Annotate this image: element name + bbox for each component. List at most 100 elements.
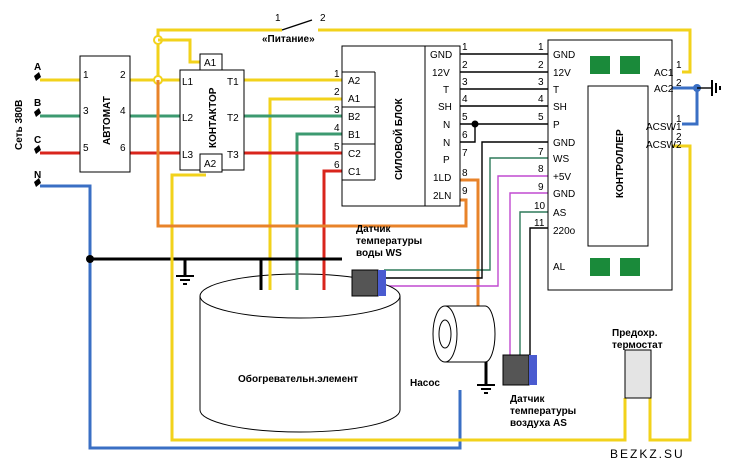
ctrl-t: T xyxy=(553,85,559,96)
pb-in-a2: A2 xyxy=(348,76,361,87)
switch-pin-1: 1 xyxy=(275,13,281,24)
contactor-t1: T1 xyxy=(227,77,239,88)
ts-left-1: 1 xyxy=(462,42,468,53)
phase-a-label: A xyxy=(34,62,41,73)
pb-out-t: T xyxy=(443,85,449,96)
ts-right-9: 9 xyxy=(538,182,544,193)
switch-pin-2: 2 xyxy=(320,13,326,24)
ctrl-gnd-2: GND xyxy=(553,138,575,149)
breaker-label: АВТОМАТ xyxy=(102,96,113,145)
ctrl-rnum-2: 2 xyxy=(676,78,682,89)
contactor-label: КОНТАКТОР xyxy=(208,87,219,148)
pb-num-2: 2 xyxy=(334,87,340,98)
pb-in-b1: B1 xyxy=(348,130,361,141)
air-sensor-label-2: температуры xyxy=(510,406,576,417)
breaker-pin-3: 3 xyxy=(83,106,89,117)
water-sensor-label-2: температуры xyxy=(356,236,422,247)
wire-control-power xyxy=(153,28,692,442)
ts-right-4: 4 xyxy=(538,94,544,105)
ts-right-10: 10 xyxy=(534,201,546,212)
ctrl-ws: WS xyxy=(553,154,569,165)
pb-in-a1: A1 xyxy=(348,94,361,105)
ctrl-12v: 12V xyxy=(553,68,571,79)
pb-num-6: 6 xyxy=(334,160,340,171)
contactor-a1: A1 xyxy=(204,58,217,69)
water-sensor: Датчик температуры воды WS xyxy=(351,224,422,297)
ts-left-8: 8 xyxy=(462,168,468,179)
ts-right-5: 5 xyxy=(538,112,544,123)
ts-left-5: 5 xyxy=(462,112,468,123)
ts-right-3: 3 xyxy=(538,77,544,88)
ts-right-7: 7 xyxy=(538,147,544,158)
contactor-a2: A2 xyxy=(204,159,217,170)
ts-left-9: 9 xyxy=(462,186,468,197)
phase-c-label: C xyxy=(34,135,41,146)
water-sensor-label-1: Датчик xyxy=(356,224,392,235)
ctrl-al: AL xyxy=(553,262,566,273)
heater-label: Обогревательн.элемент xyxy=(238,373,358,385)
ts-right-1: 1 xyxy=(538,42,544,53)
breaker-pin-2: 2 xyxy=(120,70,126,81)
contactor-l1: L1 xyxy=(182,77,194,88)
breaker-pin-1: 1 xyxy=(83,70,89,81)
wire-phase-c xyxy=(40,151,342,290)
pump: Насос xyxy=(410,305,496,389)
ts-left-4: 4 xyxy=(462,94,468,105)
contactor-t2: T2 xyxy=(227,113,239,124)
breaker: АВТОМАТ 1 3 5 2 4 6 xyxy=(79,55,131,173)
contactor-t3: T3 xyxy=(227,150,239,161)
wire-orange xyxy=(156,80,480,312)
pb-out-2ln: 2LN xyxy=(433,191,451,202)
pb-num-5: 5 xyxy=(334,142,340,153)
phase-b-label: B xyxy=(34,98,41,109)
pb-num-3: 3 xyxy=(334,105,340,116)
controller: КОНТРОЛЛЕР GND 12V T SH P GND WS +5V GND… xyxy=(547,39,682,291)
pump-label: Насос xyxy=(410,378,440,389)
pb-out-n1: N xyxy=(443,120,450,131)
ts-right-2: 2 xyxy=(538,60,544,71)
contactor-l2: L2 xyxy=(182,113,194,124)
water-sensor-label-3: воды WS xyxy=(356,248,402,259)
wire-water-sensor xyxy=(384,141,548,287)
pb-out-n2: N xyxy=(443,138,450,149)
breaker-pin-5: 5 xyxy=(83,143,89,154)
ctrl-gnd-1: GND xyxy=(553,50,575,61)
wire-signal-bus xyxy=(460,53,548,143)
power-block-label: СИЛОВОЙ БЛОК xyxy=(392,97,405,180)
ctrl-p: P xyxy=(553,120,560,131)
thermostat-label-2: термостат xyxy=(612,340,663,351)
breaker-pin-4: 4 xyxy=(120,106,126,117)
ctrl-rnum-4: 2 xyxy=(676,132,682,143)
heater-tank: Обогревательн.элемент xyxy=(199,259,401,433)
supply-terminals: A B C N Сеть 380В xyxy=(14,62,41,187)
wire-neutral xyxy=(40,184,462,450)
pb-out-12v: 12V xyxy=(432,68,450,79)
ts-left-7: 7 xyxy=(462,148,468,159)
thermostat-label-1: Предохр. xyxy=(612,328,658,339)
supply-title: Сеть 380В xyxy=(14,100,25,150)
air-sensor-label-1: Датчик xyxy=(510,394,546,405)
ts-right-11: 11 xyxy=(534,218,545,229)
controller-ground xyxy=(672,80,721,126)
power-switch[interactable]: 1 2 «Питание» xyxy=(262,13,330,45)
ts-left-3: 3 xyxy=(462,77,468,88)
watermark: BEZKZ.SU xyxy=(610,447,685,461)
ctrl-5v: +5V xyxy=(553,172,571,183)
ts-right-8: 8 xyxy=(538,164,544,175)
ctrl-sh: SH xyxy=(553,102,567,113)
contactor: A1 A2 КОНТАКТОР L1 L2 L3 T1 T2 T3 xyxy=(179,53,245,173)
ctrl-rnum-1: 1 xyxy=(676,60,682,71)
terminal-strip: 1 2 3 4 5 6 7 8 9 1 2 3 4 5 7 8 9 10 11 xyxy=(462,42,546,229)
pb-out-p: P xyxy=(443,155,450,166)
ts-left-6: 6 xyxy=(462,130,468,141)
pb-out-gnd: GND xyxy=(430,50,452,61)
ctrl-220o: 220o xyxy=(553,226,576,237)
pb-num-4: 4 xyxy=(334,123,340,134)
pb-out-sh: SH xyxy=(438,102,452,113)
contactor-l3: L3 xyxy=(182,150,194,161)
ctrl-ac2: AC2 xyxy=(654,84,674,95)
power-block: СИЛОВОЙ БЛОК A2 A1 B2 B1 C2 C1 1 2 3 4 5… xyxy=(334,45,461,207)
switch-label: «Питание» xyxy=(262,34,315,45)
ctrl-ac1: AC1 xyxy=(654,68,674,79)
